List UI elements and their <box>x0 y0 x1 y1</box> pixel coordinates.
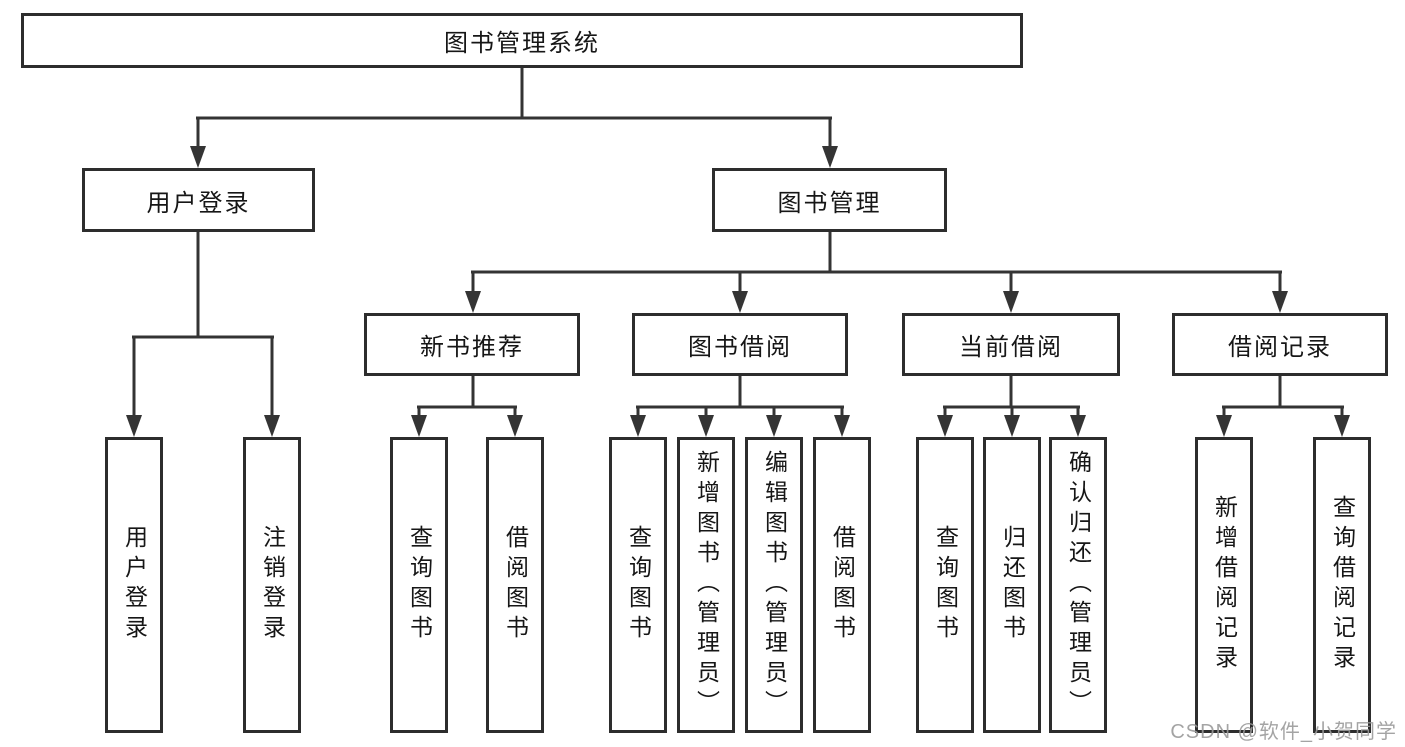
arrow-head <box>1272 291 1288 313</box>
leaf-query-books-recommend: 查询图书 <box>390 437 448 733</box>
leaf-confirm-return-admin: 确认归还（管理员） <box>1049 437 1107 733</box>
leaf-label: 编辑图书（管理员） <box>761 450 788 720</box>
node-label: 借阅记录 <box>1228 334 1332 361</box>
node-label: 用户登录 <box>146 189 251 217</box>
leaf-query-books-current: 查询图书 <box>916 437 974 733</box>
node-borrowing-records: 借阅记录 <box>1172 313 1388 376</box>
leaf-label: 新增图书（管理员） <box>693 450 720 720</box>
node-root: 图书管理系统 <box>21 13 1023 68</box>
arrow-head <box>1004 415 1020 437</box>
node-label: 新书推荐 <box>420 334 524 361</box>
leaf-add-books-admin: 新增图书（管理员） <box>677 437 735 733</box>
arrow-head <box>937 415 953 437</box>
leaf-borrow-books-recommend: 借阅图书 <box>486 437 544 733</box>
arrow-head <box>1070 415 1086 437</box>
arrow-head <box>698 415 714 437</box>
arrow-head <box>834 415 850 437</box>
leaf-user-login: 用户登录 <box>105 437 163 733</box>
node-root-label: 图书管理系统 <box>444 30 600 57</box>
arrow-head <box>822 146 838 168</box>
arrow-head <box>411 415 427 437</box>
arrow-head <box>630 415 646 437</box>
arrow-head <box>766 415 782 437</box>
leaf-query-books-borrowing: 查询图书 <box>609 437 667 733</box>
node-new-book-recommend: 新书推荐 <box>364 313 580 376</box>
leaf-borrow-books-borrowing: 借阅图书 <box>813 437 871 733</box>
arrow-head <box>732 291 748 313</box>
leaf-query-borrow-record: 查询借阅记录 <box>1313 437 1371 733</box>
arrow-head <box>507 415 523 437</box>
arrow-head <box>1216 415 1232 437</box>
leaf-label: 查询图书 <box>625 525 652 645</box>
node-label: 图书管理 <box>777 189 882 217</box>
leaf-label: 新增借阅记录 <box>1211 495 1238 675</box>
arrow-head <box>1003 291 1019 313</box>
arrow-head <box>1334 415 1350 437</box>
node-current-borrowing: 当前借阅 <box>902 313 1120 376</box>
node-book-borrowing: 图书借阅 <box>632 313 848 376</box>
leaf-logout: 注销登录 <box>243 437 301 733</box>
leaf-label: 查询图书 <box>932 525 959 645</box>
leaf-label: 归还图书 <box>999 525 1026 645</box>
leaf-label: 确认归还（管理员） <box>1065 450 1092 720</box>
leaf-return-books: 归还图书 <box>983 437 1041 733</box>
leaf-add-borrow-record: 新增借阅记录 <box>1195 437 1253 733</box>
node-user-login: 用户登录 <box>82 168 315 232</box>
arrow-head <box>126 415 142 437</box>
leaf-edit-books-admin: 编辑图书（管理员） <box>745 437 803 733</box>
leaf-label: 借阅图书 <box>829 525 856 645</box>
leaf-label: 查询图书 <box>406 525 433 645</box>
node-label: 当前借阅 <box>959 334 1063 361</box>
arrow-head <box>190 146 206 168</box>
leaf-label: 借阅图书 <box>502 525 529 645</box>
node-label: 图书借阅 <box>688 334 792 361</box>
arrow-head <box>465 291 481 313</box>
arrow-head <box>264 415 280 437</box>
leaf-label: 查询借阅记录 <box>1329 495 1356 675</box>
csdn-watermark: CSDN @软件_小贺同学 <box>1170 721 1397 743</box>
node-book-management: 图书管理 <box>712 168 947 232</box>
leaf-label: 注销登录 <box>259 525 286 645</box>
leaf-label: 用户登录 <box>121 525 148 645</box>
